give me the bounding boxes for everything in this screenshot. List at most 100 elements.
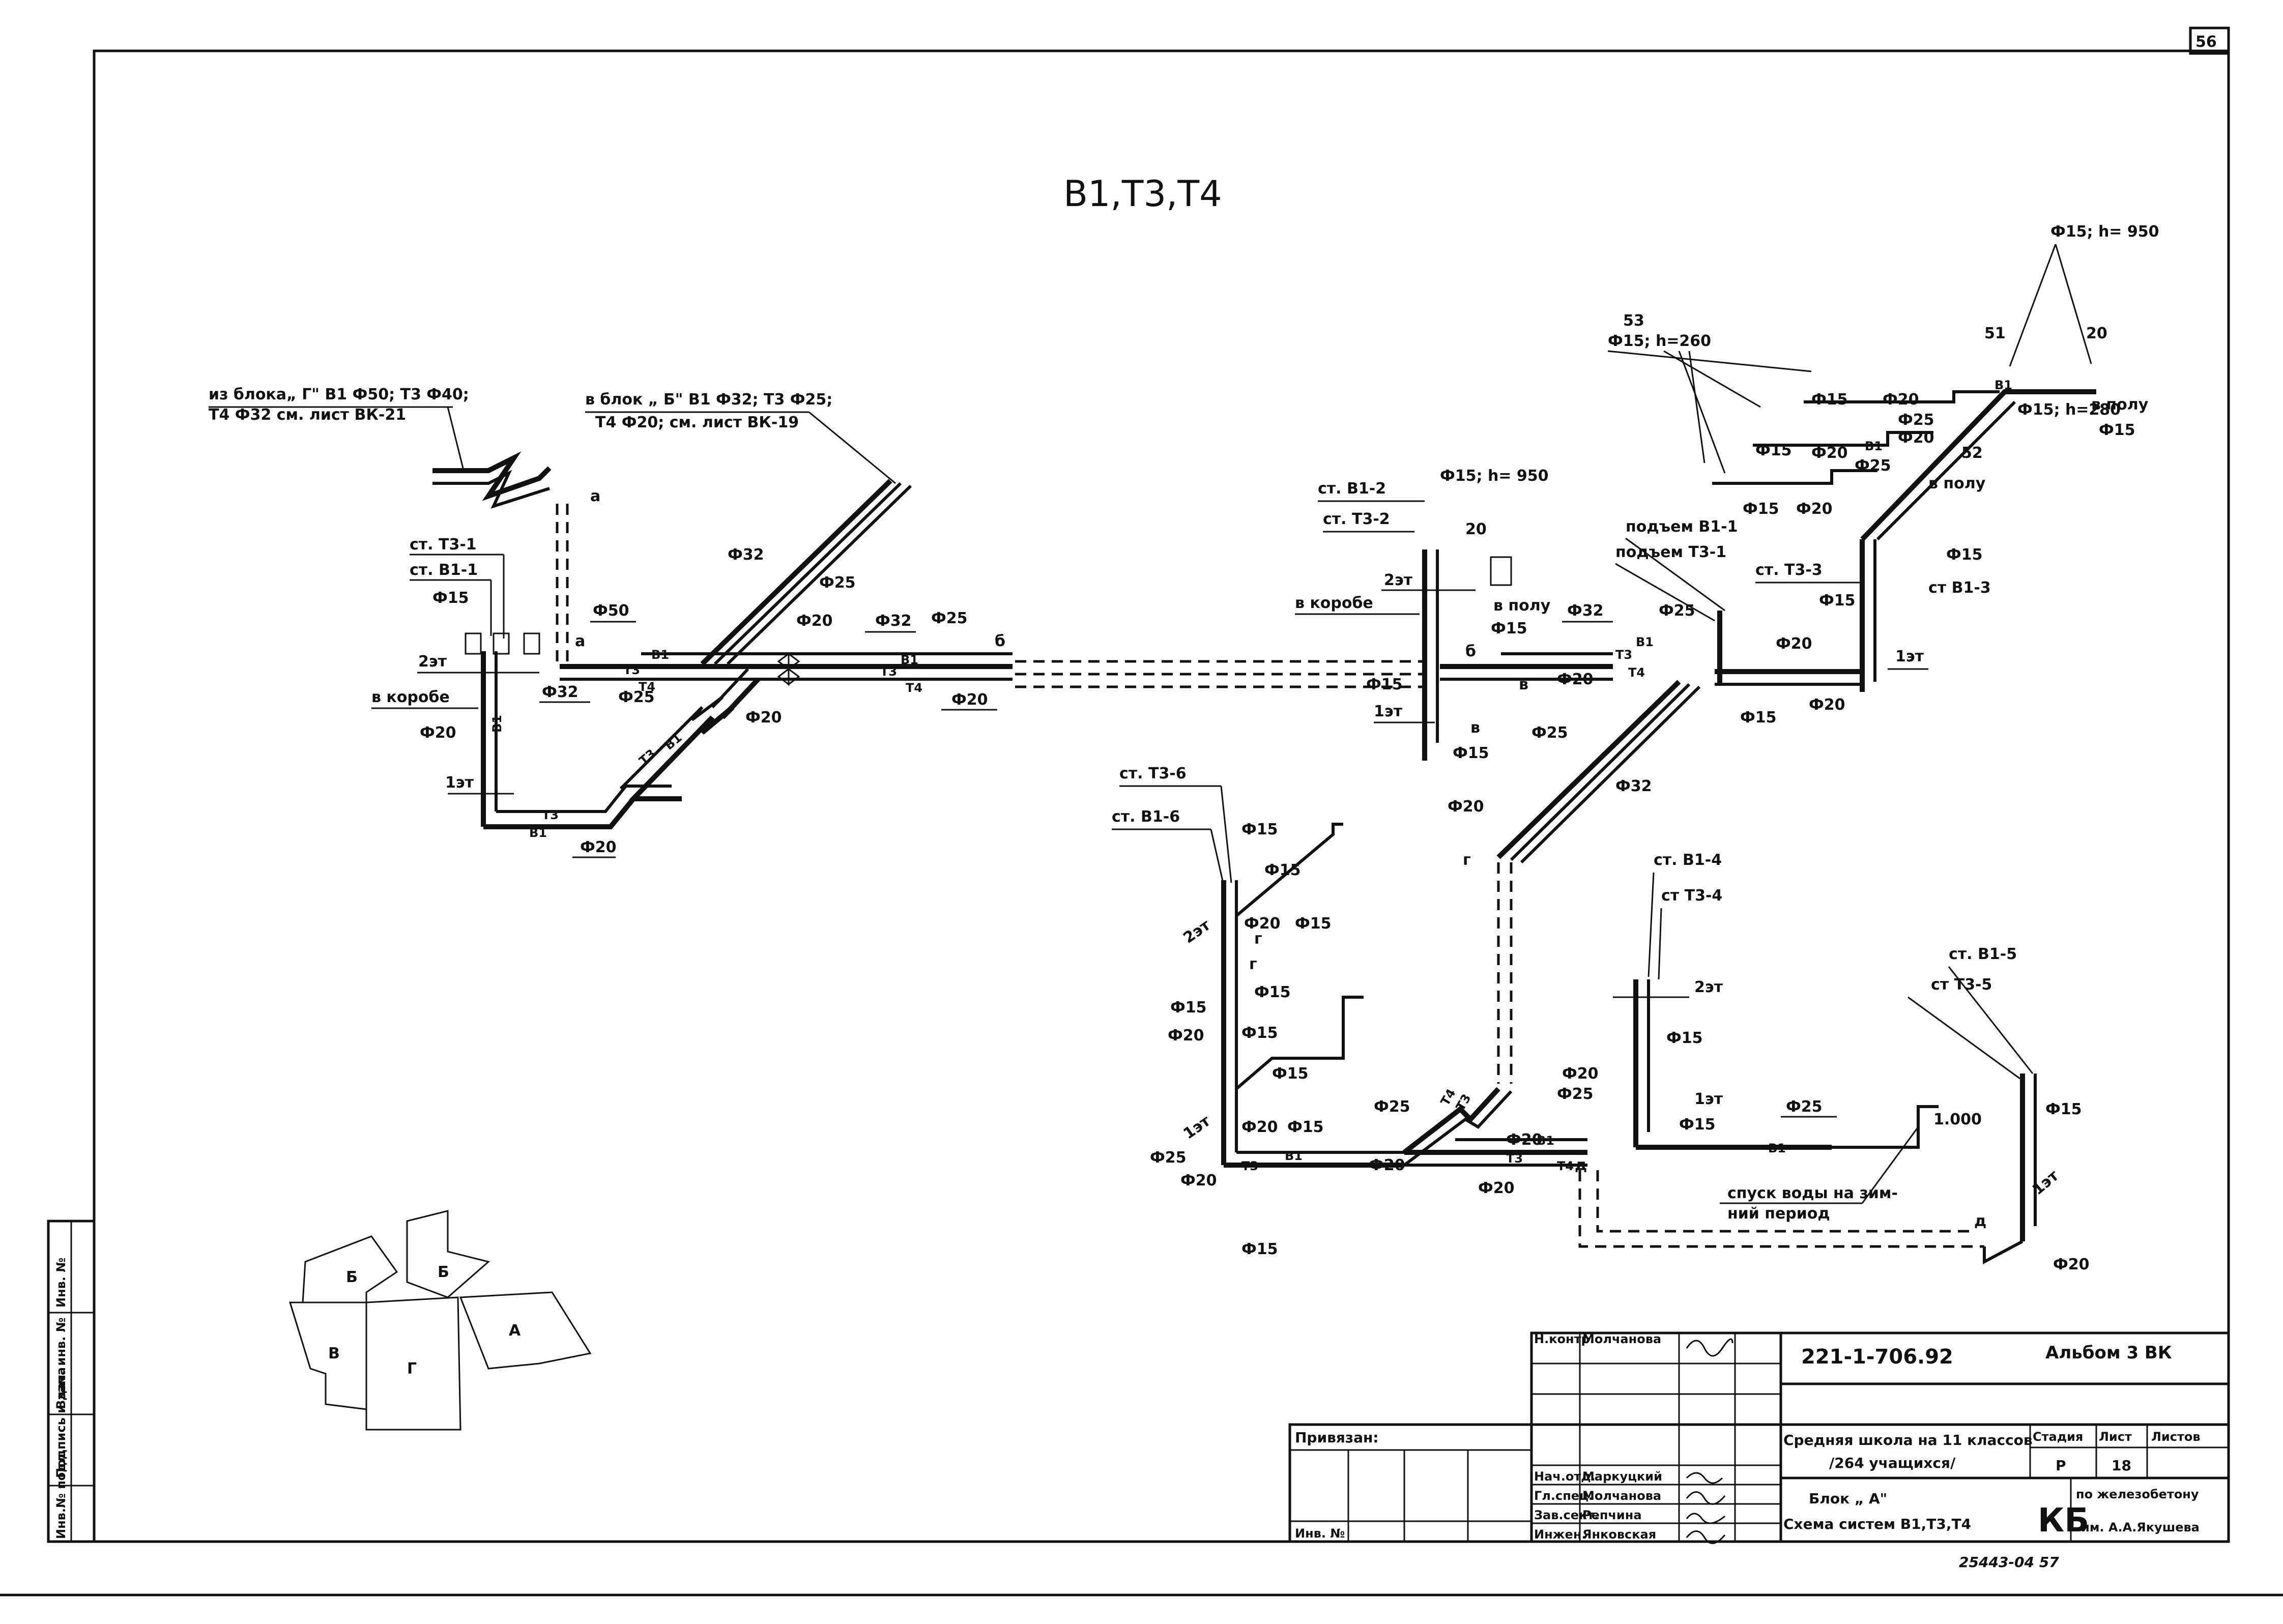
tb-role-2: Гл.спец.	[1534, 1489, 1593, 1503]
label-f15-r6: Ф15	[1740, 709, 1777, 727]
label-f15-h260: Ф15; h=260	[1608, 332, 1711, 350]
label-51: 51	[1984, 325, 2006, 342]
title-block: 221-1-706.92 Альбом 3 ВК Средняя школа н…	[1288, 1331, 2230, 1571]
label-f15-ml4: Ф15	[1254, 983, 1291, 1001]
label-1et-br: 1эт	[1694, 1090, 1723, 1108]
label-f15-h950-mid: Ф15; h= 950	[1440, 467, 1549, 485]
label-f20-main: Ф20	[951, 691, 988, 709]
label-f20-r5: Ф20	[1776, 635, 1812, 653]
label-st-v1-5: ст. В1-5	[1949, 945, 2017, 963]
tb-bottom-no: 25443-04 57	[1959, 1554, 2059, 1571]
label-v1-r1: В1	[1865, 439, 1883, 453]
label-f25-r1: Ф25	[1898, 411, 1934, 429]
label-t3-main-1: Т3	[623, 663, 640, 677]
label-f15-br2: Ф15	[1679, 1116, 1716, 1134]
label-f15-r4: Ф15	[1946, 546, 1983, 564]
label-f32-mid: Ф32	[1567, 602, 1604, 620]
label-f25-diag: Ф25	[819, 574, 856, 592]
side-stamp: Инв.№ подл. Подпись и дата Взам. инв. № …	[47, 1220, 96, 1543]
label-v-polu-right-a: в полу	[2091, 396, 2149, 414]
label-st-t3-6: ст. Т3-6	[1119, 765, 1187, 782]
label-st-v1-3: ст В1-3	[1928, 579, 1991, 597]
label-f32-left-a: Ф32	[542, 683, 579, 701]
drawing-frame	[93, 49, 2230, 1543]
label-1et-right: 1эт	[1895, 648, 1924, 665]
label-f15-br3: Ф15	[2045, 1100, 2082, 1118]
label-f20-diag: Ф20	[796, 612, 833, 630]
label-f20-r6: Ф20	[1809, 696, 1845, 714]
label-f25-left-a: Ф25	[618, 688, 655, 706]
tb-role-4: Инжен.	[1534, 1527, 1586, 1542]
note-to-block-b-1: в блок „ Б" В1 Ф32; Т3 Ф25;	[585, 391, 832, 409]
label-f15-ml1: Ф15	[1241, 821, 1278, 838]
label-f20-left: Ф20	[420, 724, 456, 742]
tb-org-2: им. А.А.Якушева	[2081, 1520, 2200, 1534]
label-f25-r2: Ф25	[1855, 457, 1891, 475]
label-f15-r1: Ф15	[1811, 391, 1848, 409]
label-f32-diag-mid: Ф32	[1615, 777, 1652, 795]
tb-album: Альбом 3 ВК	[2045, 1343, 2172, 1363]
label-t4-mb: Т4	[1557, 1159, 1574, 1173]
stamp-inv-podl: Инв.№ подл.	[54, 1449, 68, 1539]
label-v1-main-2: В1	[901, 653, 918, 667]
signature-1	[1686, 1472, 1723, 1484]
drawing-title: В1,Т3,Т4	[1063, 173, 1222, 215]
label-f15-r2: Ф15	[1755, 442, 1792, 459]
tb-block: Блок „ А"	[1809, 1490, 1887, 1507]
label-f15-mid-b: Ф15	[1366, 676, 1403, 693]
node-b: б	[995, 632, 1005, 650]
label-st-v1-2: ст. В1-2	[1318, 480, 1386, 498]
tb-org-logo: КБ	[2038, 1502, 2089, 1540]
label-1et-left: 1эт	[445, 774, 474, 792]
keyplan-b1: Б	[346, 1268, 358, 1286]
label-f25-br: Ф25	[1786, 1098, 1823, 1116]
tb-role-0: Н.контр.	[1534, 1332, 1595, 1346]
label-st-t3-5: ст Т3-5	[1931, 976, 1992, 994]
label-f15-ml6: Ф15	[1241, 1024, 1278, 1042]
label-st-v1-1: ст. В1-1	[410, 561, 478, 579]
tb-list: 18	[2112, 1457, 2131, 1474]
note-drain-2: ний период	[1727, 1205, 1830, 1223]
label-v1-main-1: В1	[651, 648, 669, 662]
label-2et-mid: 2эт	[1384, 571, 1413, 589]
node-a-top: а	[590, 487, 600, 505]
bottom-right-network: ст. В1-4 ст Т3-4 2эт Ф15 1эт Ф15 В1 Ф25 …	[1613, 851, 2090, 1273]
tb-org-1: по железобетону	[2076, 1487, 2199, 1501]
label-f50: Ф50	[593, 602, 629, 620]
label-f32-diag: Ф32	[728, 546, 764, 564]
note-from-block-g-1: из блока„ Г" В1 Ф50; Т3 Ф40;	[209, 386, 469, 403]
label-f20-mb2: Ф20	[1506, 1131, 1543, 1149]
keyplan-b2: Б	[438, 1263, 449, 1281]
label-f20-diag-mid: Ф20	[1448, 798, 1484, 816]
node-a-mid: а	[575, 632, 585, 650]
middle-bottom-network: Ф20 Ф25 Ф20 Ф20 В1 Т3 Т4 Т4 Т3 д	[1402, 1065, 1984, 1248]
label-f25-diag-mid: Ф25	[1531, 724, 1568, 742]
label-f20-r2: Ф20	[1898, 429, 1934, 447]
label-st-v1-4: ст. В1-4	[1654, 851, 1722, 869]
tb-project-2: /264 учащихся/	[1829, 1455, 1956, 1471]
note-to-block-b-2: Т4 Ф20; см. лист ВК-19	[595, 414, 799, 431]
node-v-mid: в	[1470, 719, 1480, 737]
label-f15-left: Ф15	[432, 589, 469, 607]
tb-name-4: Янковская	[1582, 1527, 1656, 1542]
label-t3-mid: Т3	[1615, 648, 1632, 662]
tb-role-3: Зав.сект.	[1534, 1508, 1599, 1522]
stamp-vzam: Взам. инв. №	[54, 1318, 68, 1409]
corner-sheet-box	[2189, 26, 2230, 55]
label-st-t3-1: ст. Т3-1	[410, 536, 477, 554]
label-v1-br: В1	[1768, 1141, 1786, 1155]
label-f15-r3: Ф15	[1743, 500, 1779, 518]
label-f20-r4: Ф20	[1796, 500, 1833, 518]
label-f15-right-a: Ф15	[2099, 421, 2135, 439]
label-1et-ml: 1эт	[1180, 1112, 1214, 1143]
label-st-t3-4: ст Т3-4	[1661, 887, 1722, 905]
label-v-korobe-mid: в коробе	[1295, 594, 1373, 612]
keyplan-a: А	[509, 1322, 521, 1340]
label-f25-ml: Ф25	[1150, 1149, 1187, 1167]
label-2et-br: 2эт	[1694, 978, 1723, 996]
label-t4-mid: Т4	[1628, 665, 1645, 680]
label-f25-ml2: Ф25	[1374, 1098, 1410, 1116]
label-v1-mb: В1	[1537, 1134, 1554, 1148]
node-g-mid: г	[1463, 851, 1471, 869]
